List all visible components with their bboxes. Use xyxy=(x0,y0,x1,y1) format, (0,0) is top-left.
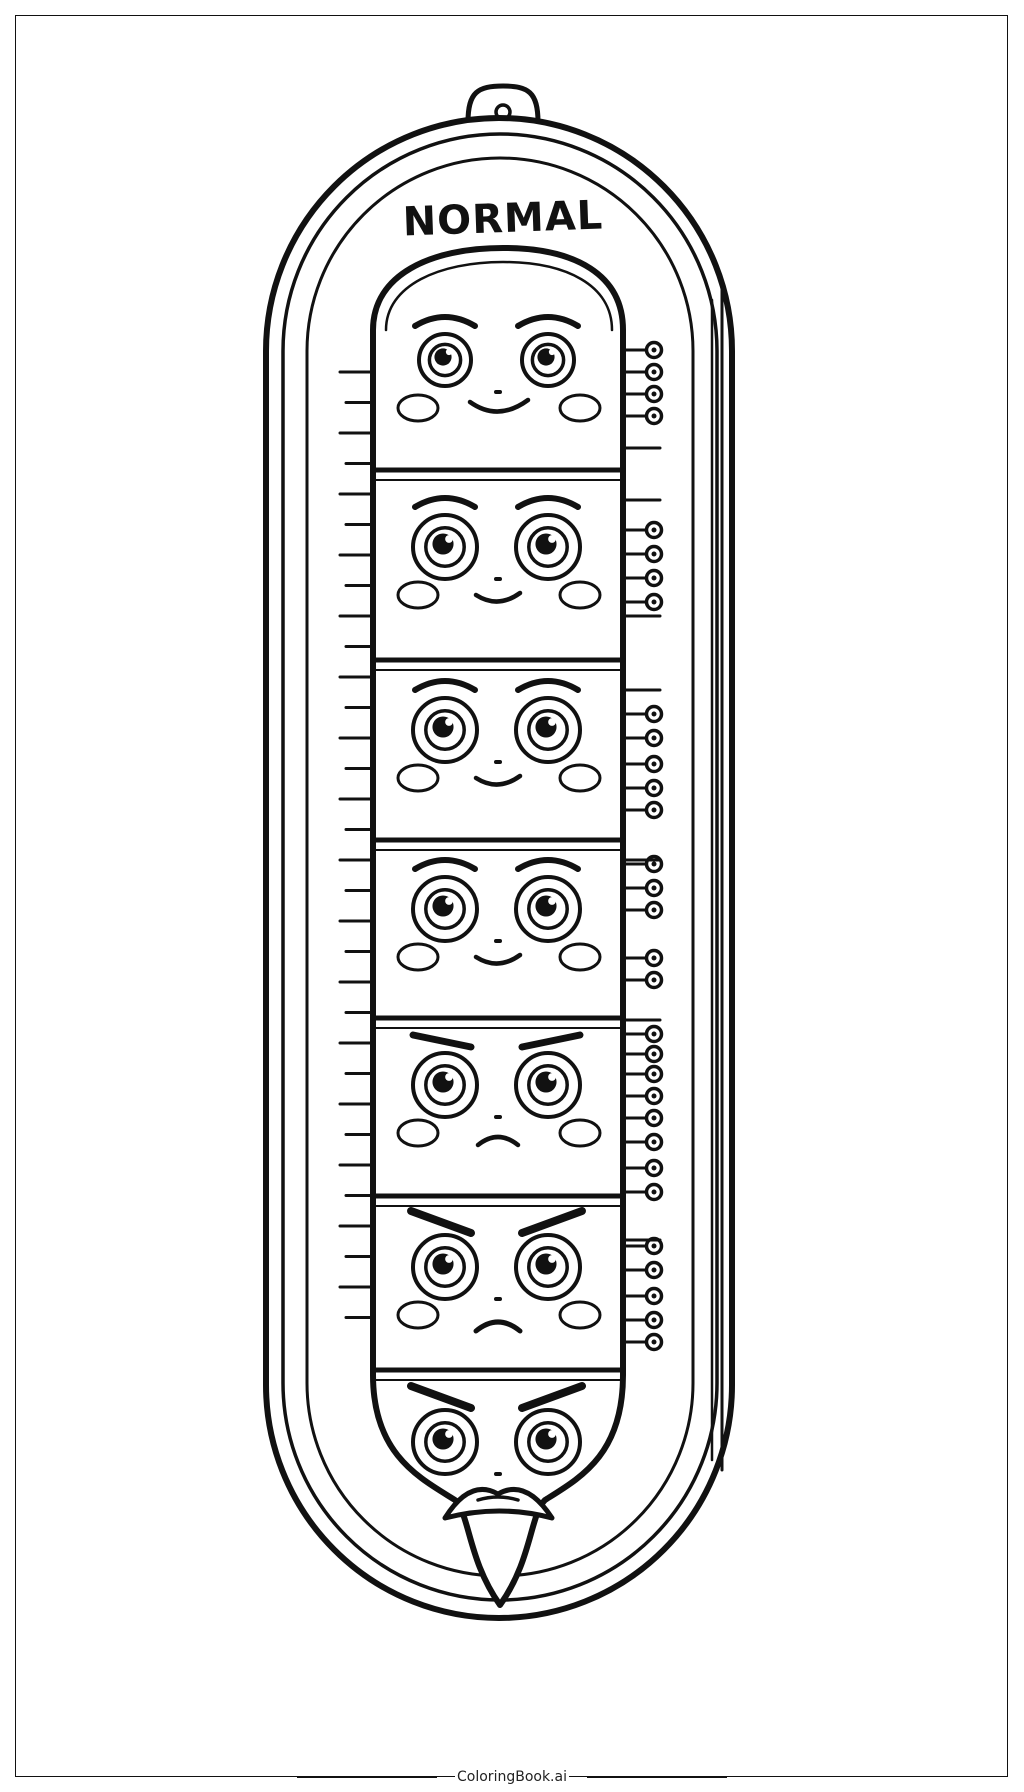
footer-rule-right xyxy=(586,1776,727,1778)
scale-pin-dot xyxy=(651,761,657,767)
cheek xyxy=(558,1118,602,1148)
scale-pin-dot xyxy=(651,1339,657,1345)
scale-pin-dot xyxy=(651,1189,657,1195)
eyebrow xyxy=(407,1382,475,1412)
scale-pin-dot xyxy=(651,1071,657,1077)
mouth-snarl xyxy=(442,1487,555,1521)
scale-pin-dot xyxy=(651,1243,657,1249)
eyebrow xyxy=(518,1207,586,1237)
eyebrow xyxy=(412,314,478,329)
scale-pin-dot xyxy=(651,1165,657,1171)
cheek xyxy=(558,393,602,423)
eye-highlight xyxy=(445,535,453,543)
face-content xyxy=(396,857,602,972)
thermometer-title: NORMAL xyxy=(402,193,604,246)
eyebrow xyxy=(515,678,581,693)
mood-faces xyxy=(396,314,602,1521)
cheek xyxy=(558,580,602,610)
scale-pin-dot xyxy=(651,1139,657,1145)
cheek xyxy=(396,942,440,972)
eyebrow xyxy=(412,857,478,872)
cheek xyxy=(558,1300,602,1330)
face-content xyxy=(396,495,602,610)
cheek xyxy=(396,1300,440,1330)
mouth-smile xyxy=(473,952,523,966)
footer-rule-left xyxy=(297,1776,438,1778)
eyebrow xyxy=(412,495,478,510)
scale-pin-dot xyxy=(651,711,657,717)
scale-pin-dot xyxy=(651,885,657,891)
scale-pin-dot xyxy=(651,1267,657,1273)
mouth-smile xyxy=(467,397,531,414)
scale-pin-dot xyxy=(651,977,657,983)
face-annoyed xyxy=(396,1031,602,1148)
eye-highlight xyxy=(445,348,453,356)
scale-pin-dot xyxy=(651,807,657,813)
eyebrow xyxy=(515,857,581,872)
mouth-frown xyxy=(473,1319,523,1334)
mouth-smile xyxy=(473,590,523,604)
face-angry xyxy=(407,1382,586,1521)
scale-pin-dot xyxy=(651,599,657,605)
right-scale-ticks xyxy=(624,340,664,1352)
scale-pin-dot xyxy=(651,413,657,419)
scale-pin-dot xyxy=(651,735,657,741)
mouth-line xyxy=(476,1495,520,1502)
eye-highlight xyxy=(548,1430,556,1438)
cheek xyxy=(396,393,440,423)
eye-highlight xyxy=(548,1073,556,1081)
face-happy xyxy=(396,314,602,423)
thermometer-tube xyxy=(370,245,626,1608)
cheek xyxy=(558,942,602,972)
mouth-frown xyxy=(475,1134,521,1148)
eye-highlight xyxy=(445,1073,453,1081)
footer: ColoringBook.ai xyxy=(0,1766,1024,1788)
eye-highlight xyxy=(445,897,453,905)
face-grumpy xyxy=(396,1207,602,1334)
scale-pin-dot xyxy=(651,527,657,533)
cheek xyxy=(396,763,440,793)
scale-pin-dot xyxy=(651,1051,657,1057)
eye-highlight xyxy=(548,897,556,905)
eyebrow xyxy=(409,1031,475,1051)
eye-highlight xyxy=(548,1255,556,1263)
scale-pin-dot xyxy=(651,785,657,791)
eye-highlight xyxy=(445,1430,453,1438)
eye-highlight xyxy=(548,718,556,726)
scale-pin-dot xyxy=(651,391,657,397)
mouth-smile xyxy=(473,773,523,787)
scale-pin-dot xyxy=(651,369,657,375)
cheek xyxy=(396,1118,440,1148)
face-content xyxy=(396,678,602,793)
cheek xyxy=(558,763,602,793)
scale-pin-dot xyxy=(651,551,657,557)
scale-pin-dot xyxy=(651,1093,657,1099)
eyebrow xyxy=(407,1207,475,1237)
scale-pin-dot xyxy=(651,1031,657,1037)
eye-highlight xyxy=(445,1255,453,1263)
scale-pin-dot xyxy=(651,907,657,913)
eyebrow xyxy=(515,495,581,510)
footer-brand: ColoringBook.ai xyxy=(455,1769,569,1785)
scale-pin-dot xyxy=(651,1317,657,1323)
cheek xyxy=(396,580,440,610)
scale-pin-dot xyxy=(651,575,657,581)
scale-pin-dot xyxy=(651,1293,657,1299)
left-scale-ticks xyxy=(338,370,374,1319)
scale-pin-dot xyxy=(651,861,657,867)
scale-pin-dot xyxy=(651,347,657,353)
scale-pin-dot xyxy=(651,955,657,961)
eyebrow xyxy=(518,1382,586,1412)
eye-highlight xyxy=(548,348,556,356)
eyebrow xyxy=(515,314,581,329)
eyebrow xyxy=(412,678,478,693)
eye-highlight xyxy=(548,535,556,543)
eye-highlight xyxy=(445,718,453,726)
eyebrow xyxy=(518,1031,584,1051)
scale-pin-dot xyxy=(651,1115,657,1121)
